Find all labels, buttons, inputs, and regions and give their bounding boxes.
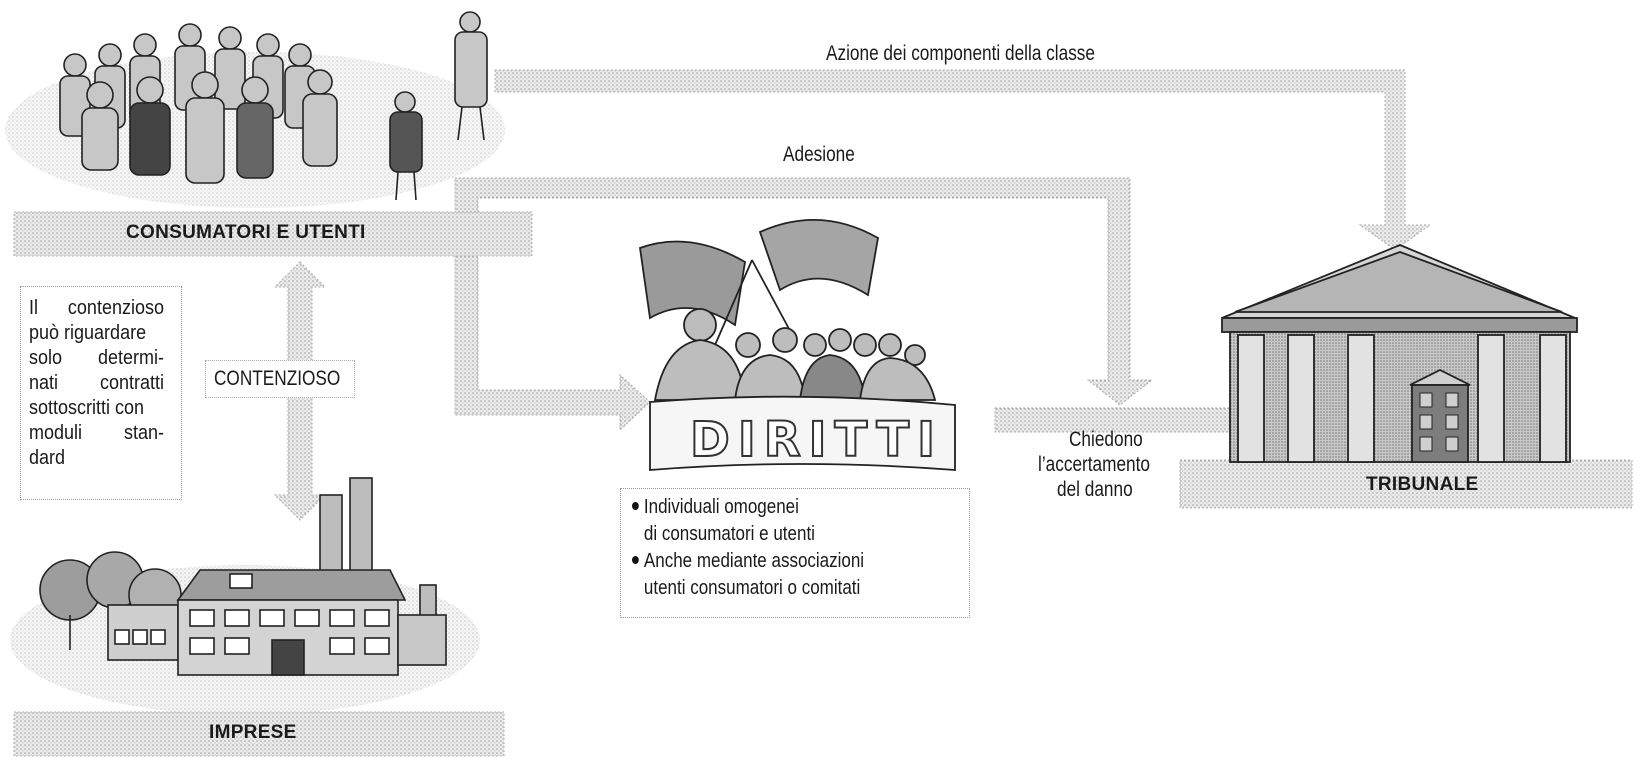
bullet-2-line-1: Anche mediante associazioni [632, 548, 864, 575]
caption-azione: Azione dei componenti della classe [826, 42, 1095, 65]
factory-icon [39, 477, 447, 676]
note-line: sottoscritti con [29, 397, 145, 419]
bullet-2-line-2: utenti consumatori o comitati [643, 577, 861, 599]
bullet-dot-icon [632, 555, 639, 564]
diritti-banner-text: DIRITTI [689, 411, 943, 469]
rights-box [620, 488, 970, 618]
note-box [20, 286, 182, 500]
bullet-1-line-1: Individuali omogenei [632, 494, 864, 521]
band-tribunale [1179, 459, 1633, 509]
contenzioso-box [205, 360, 355, 398]
bullet-dot-icon [632, 501, 639, 510]
bullet-1-line-2: di consumatori e utenti [643, 523, 815, 545]
caption-chiedono-3: del danno [1057, 478, 1133, 501]
label-imprese: IMPRESE [209, 722, 297, 743]
arrow-adesione [454, 177, 1154, 432]
caption-chiedono-2: l’accertamento [1038, 453, 1150, 476]
note-line: dard [29, 447, 66, 469]
arrow-azione [494, 69, 1432, 251]
label-consumatori: CONSUMATORI E UTENTI [126, 222, 366, 243]
rights-bullets: Individuali omogenei di consumatori e ut… [632, 494, 864, 602]
label-contenzioso: CONTENZIOSO [214, 367, 341, 390]
courthouse-icon [1179, 244, 1633, 509]
crowd-people-icon [59, 11, 488, 201]
note-line: può riguardare [29, 322, 147, 344]
flags-crowd-icon [639, 219, 956, 471]
caption-adesione: Adesione [783, 143, 855, 166]
caption-chiedono-1: Chiedono [1069, 428, 1143, 451]
band-imprese [13, 711, 505, 757]
band-consumatori [13, 211, 533, 257]
label-tribunale: TRIBUNALE [1366, 474, 1479, 495]
